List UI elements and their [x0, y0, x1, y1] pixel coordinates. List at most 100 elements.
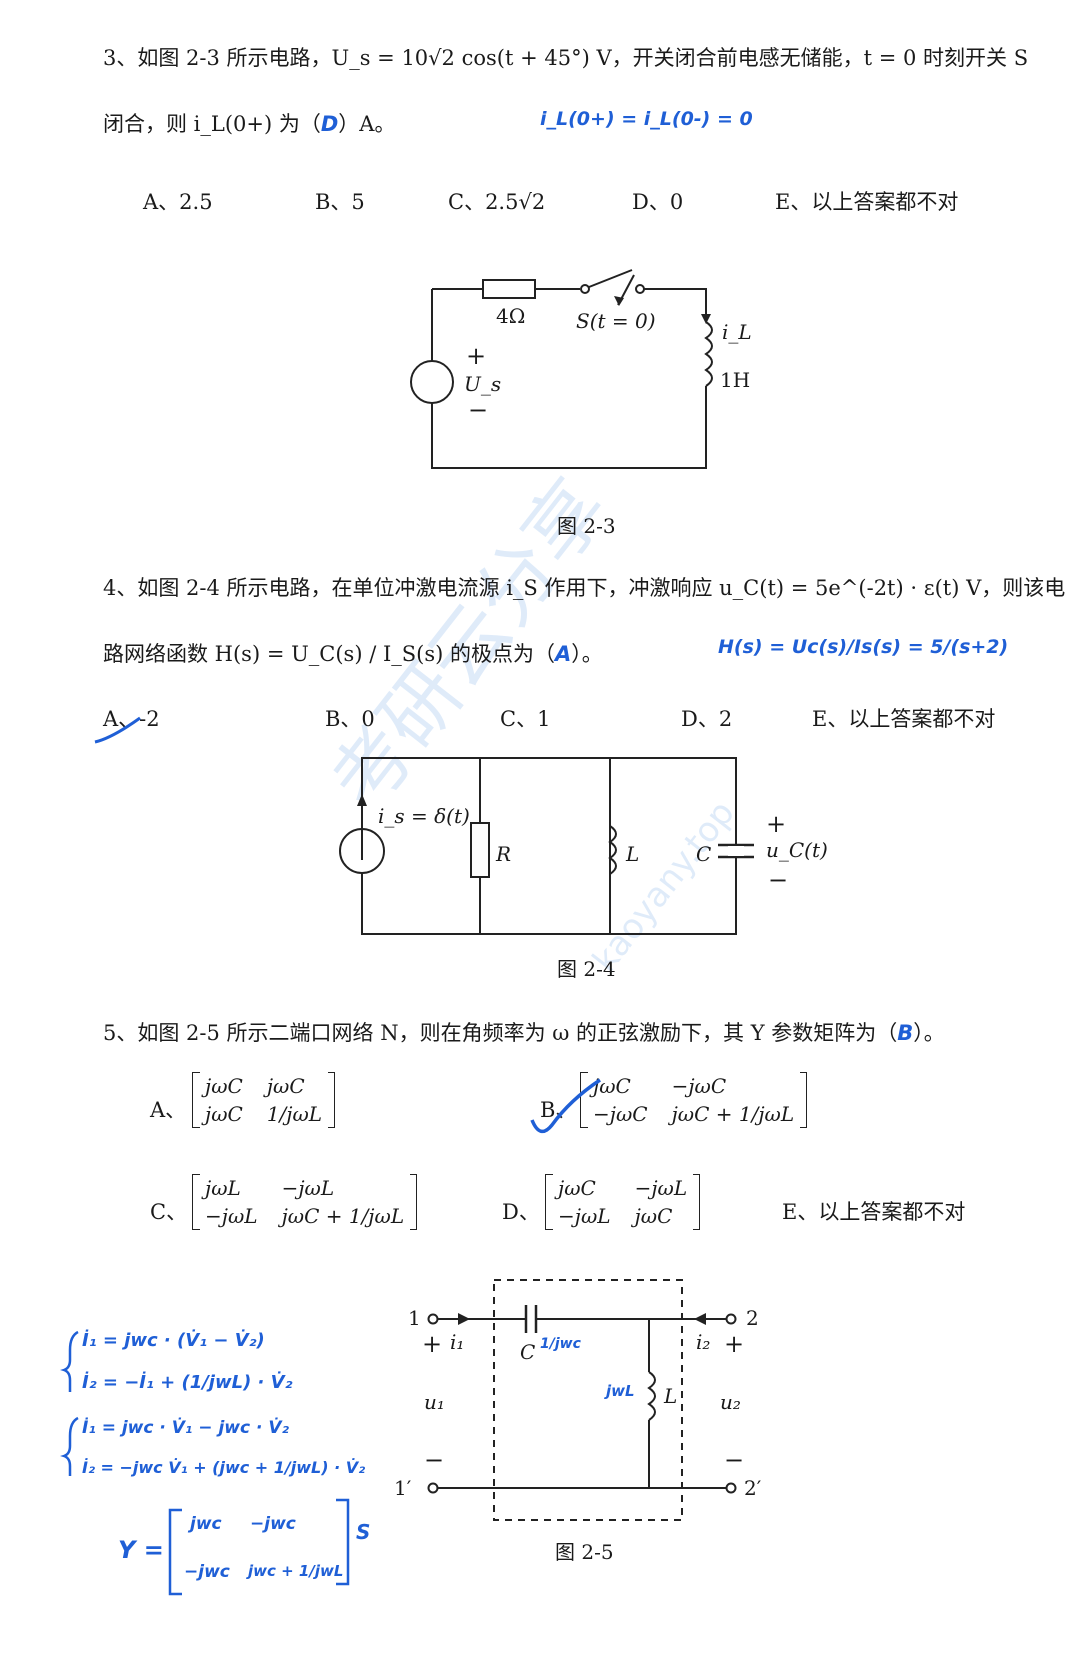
q5-u1-label: u₁	[424, 1390, 445, 1414]
q5-d-12: −jωL	[634, 1176, 688, 1200]
q5-d-11: jωC	[558, 1176, 596, 1200]
q5-option-c-label: C、	[150, 1200, 188, 1224]
q5-option-b-matrix: jωC −jωC −jωC jωC + 1/jωL	[580, 1072, 808, 1128]
q3-line2-pre: 闭合，则 i_L(0+) 为（	[103, 112, 321, 136]
q5-minus-right: −	[724, 1446, 745, 1474]
q5-option-d-matrix: jωC −jωL −jωL jωC	[545, 1174, 701, 1230]
q5-d-21: −jωL	[558, 1204, 611, 1228]
q5-a-11: jωC	[205, 1074, 243, 1098]
q5-u2-label: u₂	[720, 1390, 741, 1414]
q5-c-label: C	[520, 1340, 536, 1364]
q5-l-note: jwL	[606, 1382, 635, 1400]
q4-u-label: u_C(t)	[766, 838, 828, 862]
q5-a-21: jωC	[205, 1102, 243, 1126]
q5-port1p: 1′	[394, 1476, 412, 1500]
q5-note-1: İ₁ = jwc · (V̇₁ − V̇₂)	[82, 1330, 265, 1351]
q4-line2-post: ）。	[571, 642, 603, 666]
q5-note-y21: −jwc	[184, 1562, 230, 1582]
q5-port2: 2	[746, 1306, 759, 1330]
q3-line1: 3、如图 2-3 所示电路，U_s = 10√2 cos(t + 45°) V，…	[103, 46, 1029, 70]
q4-plus: +	[766, 810, 787, 838]
q4-line2-pre: 路网络函数 H(s) = U_C(s) / I_S(s) 的极点为（	[103, 642, 555, 666]
q5-i1-label: i₁	[450, 1330, 465, 1354]
q5-minus-left: −	[424, 1446, 445, 1474]
q5-l-label: L	[664, 1384, 678, 1408]
q5-c-11: jωL	[205, 1176, 241, 1200]
q5-option-d-label: D、	[502, 1200, 540, 1224]
q3-minus: −	[468, 396, 489, 424]
q5-note-unit: S	[356, 1520, 371, 1544]
q5-b-21: −jωC	[593, 1102, 648, 1126]
q4-caption: 图 2-4	[557, 957, 616, 981]
q5-option-e: E、以上答案都不对	[782, 1200, 966, 1224]
q5-note-2: İ₂ = −İ₁ + (1/jwL) · V̇₂	[82, 1372, 293, 1393]
q5-b-11: jωC	[593, 1074, 631, 1098]
q5-plus-left: +	[422, 1330, 443, 1358]
q4-answer: A	[554, 642, 572, 666]
q4-line2: 路网络函数 H(s) = U_C(s) / I_S(s) 的极点为（A）。	[103, 638, 603, 668]
q3-inductor-label: 1H	[720, 368, 751, 392]
q5-line1: 5、如图 2-5 所示二端口网络 N，则在角频率为 ω 的正弦激励下，其 Y 参…	[103, 1017, 945, 1047]
q5-c-21: −jωL	[205, 1204, 258, 1228]
q3-current-label: i_L	[722, 320, 752, 344]
q5-i2-label: i₂	[696, 1330, 711, 1354]
q3-answer: D	[320, 112, 339, 136]
q5-option-a-matrix: jωC jωC jωC 1/jωL	[192, 1072, 336, 1128]
q4-source-label: i_s = δ(t)	[378, 804, 470, 828]
q5-c-note: 1/jwc	[540, 1336, 581, 1352]
q5-port1: 1	[408, 1306, 421, 1330]
q5-note-y: Y =	[118, 1536, 164, 1564]
q5-b-12: −jωC	[671, 1074, 727, 1098]
q5-a-12: jωC	[266, 1074, 305, 1098]
q4-note: H(s) = Uc(s)/Is(s) = 5/(s+2)	[718, 636, 1009, 658]
q5-option-a-label: A、	[150, 1098, 187, 1122]
q3-plus: +	[466, 342, 487, 370]
q5-plus-right: +	[724, 1330, 745, 1358]
q3-resistor-label: 4Ω	[496, 304, 526, 328]
q3-line2: 闭合，则 i_L(0+) 为（D）A。	[103, 108, 395, 138]
q5-option-c-matrix: jωL −jωL −jωL jωC + 1/jωL	[192, 1174, 418, 1230]
q5-option-b-label: B、	[540, 1098, 577, 1122]
q5-line1-post: ）。	[913, 1021, 945, 1045]
q4-minus: −	[768, 866, 789, 894]
q3-option-e: E、以上答案都不对	[775, 190, 959, 214]
q5-line1-pre: 5、如图 2-5 所示二端口网络 N，则在角频率为 ω 的正弦激励下，其 Y 参…	[103, 1021, 898, 1045]
q3-switch-label: S(t = 0)	[576, 309, 656, 333]
q5-note-y11: jwc	[190, 1514, 222, 1534]
q4-option-b: B、0	[325, 707, 375, 731]
watermark-url: kaoyany.top	[585, 793, 743, 980]
q5-note-y12: −jwc	[250, 1514, 296, 1534]
q5-c-22: jωC + 1/jωL	[281, 1204, 405, 1228]
q3-option-b: B、5	[315, 190, 365, 214]
q5-d-22: jωC	[634, 1204, 673, 1228]
q5-note-y22: jwc + 1/jwL	[248, 1562, 344, 1580]
q3-note: i_L(0+) = i_L(0-) = 0	[540, 108, 753, 130]
q3-option-a: A、2.5	[143, 190, 213, 214]
q4-r-label: R	[496, 842, 512, 866]
q5-port2p: 2′	[744, 1476, 762, 1500]
q3-option-d: D、0	[632, 190, 684, 214]
q4-option-e: E、以上答案都不对	[812, 707, 996, 731]
q3-caption: 图 2-3	[557, 514, 616, 538]
q5-note-4: İ₂ = −jwc V̇₁ + (jwc + 1/jwL) · V̇₂	[82, 1458, 366, 1477]
q3-source-label: U_s	[464, 372, 502, 396]
q4-option-a: A、-2	[103, 707, 160, 731]
q4-option-c: C、1	[500, 707, 551, 731]
q3-option-c: C、2.5√2	[448, 190, 546, 214]
q4-c-label: C	[696, 842, 712, 866]
q5-c-12: −jωL	[281, 1176, 335, 1200]
q3-line2-post: ）A。	[338, 112, 396, 136]
q4-l-label: L	[626, 842, 640, 866]
q4-option-d: D、2	[681, 707, 733, 731]
q5-caption: 图 2-5	[555, 1540, 614, 1564]
q4-line1: 4、如图 2-4 所示电路，在单位冲激电流源 i_S 作用下，冲激响应 u_C(…	[103, 576, 1066, 600]
q5-a-22: 1/jωL	[266, 1102, 323, 1126]
q5-b-22: jωC + 1/jωL	[671, 1102, 795, 1126]
q5-answer: B	[897, 1021, 914, 1045]
